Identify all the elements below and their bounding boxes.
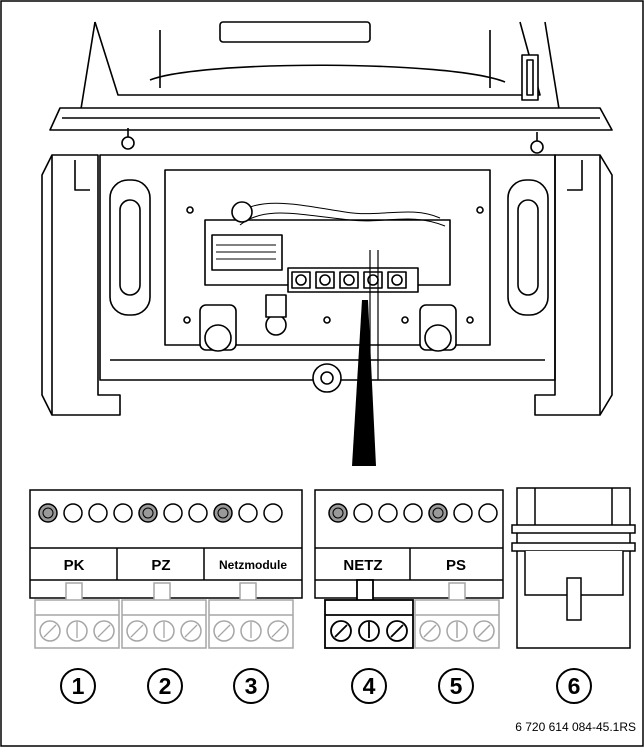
callout-2: 2 — [159, 673, 172, 699]
connector-block-mid — [314, 489, 504, 599]
callout-1: 1 — [72, 673, 85, 699]
callout-6: 6 — [568, 673, 581, 699]
boiler-illustration — [41, 21, 613, 416]
leader-wedge — [352, 300, 376, 466]
plug-netz-black — [324, 579, 414, 649]
plugs-grey-left — [34, 582, 294, 649]
callouts — [60, 668, 592, 704]
strain-relief — [511, 487, 636, 649]
callout-4: 4 — [363, 673, 376, 699]
label-pk: PK — [64, 557, 85, 574]
callout-5: 5 — [450, 673, 463, 699]
label-ps: PS — [446, 557, 466, 574]
label-netzmodule: Netzmodule — [219, 558, 287, 572]
plug-ps-grey — [414, 582, 500, 649]
label-pz: PZ — [151, 557, 170, 574]
figure-reference: 6 720 614 084-45.1RS — [515, 720, 636, 734]
label-netz: NETZ — [343, 557, 382, 574]
connector-block-left — [29, 489, 303, 599]
callout-3: 3 — [245, 673, 258, 699]
